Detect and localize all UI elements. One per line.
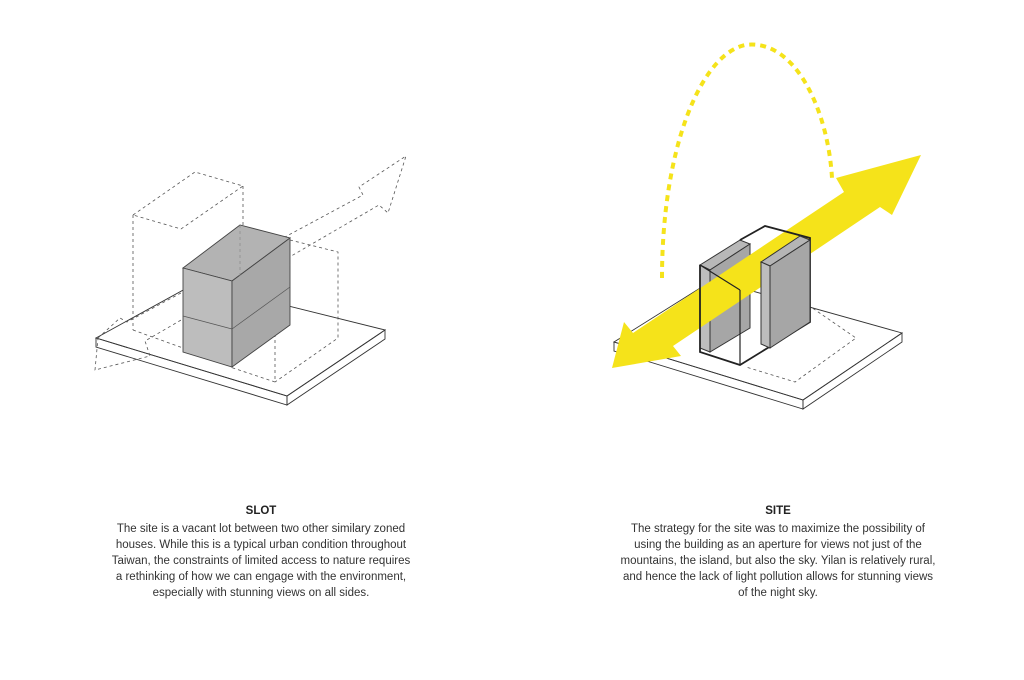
slot-text-line: a rethinking of how we can engage with t… [115, 571, 407, 583]
slot-caption: SLOT The site is a vacant lot between tw… [91, 503, 431, 601]
slot-title: SLOT [245, 505, 277, 517]
site-text-line: of the night sky. [738, 587, 818, 599]
slot-view-arrow [94, 155, 407, 371]
slot-diagram [94, 155, 407, 406]
site-text-line: and hence the lack of light pollution al… [622, 571, 934, 583]
site-title: SITE [765, 505, 791, 517]
slot-building-mass [181, 224, 292, 368]
site-building-front [699, 225, 812, 366]
site-caption: SITE The strategy for the site was to ma… [608, 503, 948, 601]
slot-text-line: houses. While this is a typical urban co… [115, 539, 407, 551]
site-sky-arc [660, 42, 834, 279]
slot-text-line: especially with stunning views on all si… [152, 587, 370, 599]
site-diagram [612, 42, 921, 410]
site-text-line: mountains, the island, but also the sky.… [620, 555, 936, 567]
site-text-line: The strategy for the site was to maximiz… [630, 523, 925, 535]
slot-text-line: Taiwan, the constraints of limited acces… [111, 555, 411, 567]
slot-ground-slab [94, 282, 387, 406]
site-text-line: using the building as an aperture for vi… [634, 539, 922, 551]
slot-neighbour-house-left [132, 171, 244, 349]
site-ground-slab [612, 279, 904, 410]
slot-text-line: The site is a vacant lot between two oth… [116, 523, 406, 535]
